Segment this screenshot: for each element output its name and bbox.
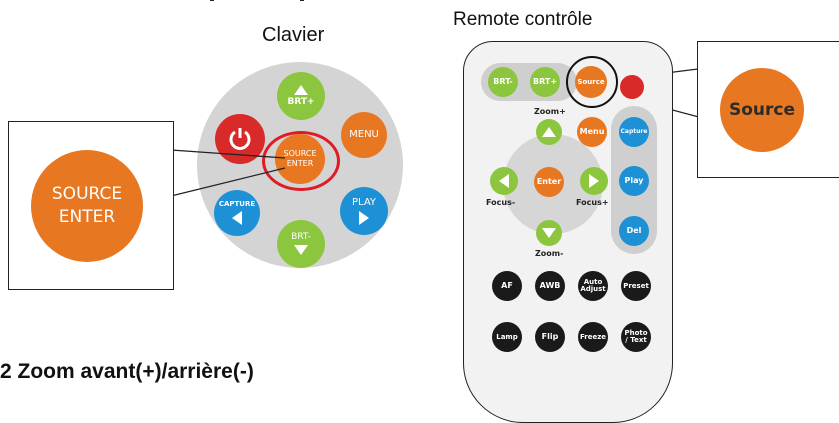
menu-label: MENU: [349, 129, 379, 140]
brt-minus-label: BRT-: [291, 232, 311, 242]
zoom-plus-label: Zoom+: [534, 107, 566, 116]
remote-enter-button[interactable]: Enter: [534, 167, 564, 197]
arrow-left-icon: [231, 211, 242, 225]
preset-label: Preset: [623, 281, 649, 290]
capture-label: CAPTURE: [218, 200, 256, 208]
auto-adjust-label-2: Adjust: [580, 285, 606, 293]
remote-play-button[interactable]: Play: [619, 166, 649, 196]
lamp-label: Lamp: [496, 332, 518, 341]
source-enter-zoom-button: SOURCE ENTER: [31, 150, 143, 262]
remote-enter-label: Enter: [536, 177, 562, 186]
auto-adjust-button[interactable]: Auto Adjust: [578, 271, 608, 301]
remote-title: Remote contrôle: [453, 9, 593, 30]
remote-del-label: Del: [626, 226, 642, 235]
keypad-zoom-box: SOURCE ENTER: [8, 121, 174, 290]
photo-text-button[interactable]: Photo / Text: [621, 322, 651, 352]
text-fragment-graphic: [210, 0, 304, 1]
remote-play-label: Play: [624, 176, 644, 185]
remote-menu-button[interactable]: Menu: [577, 117, 607, 147]
freeze-label: Freeze: [579, 332, 607, 341]
awb-button[interactable]: AWB: [535, 271, 565, 301]
arrow-right-icon: [589, 174, 599, 188]
focus-minus-label: Focus-: [486, 198, 516, 207]
source-label: SOURCE: [283, 149, 317, 158]
brt-minus-button[interactable]: BRT-: [277, 220, 325, 268]
af-label: AF: [501, 281, 513, 290]
photo-text-label-2: / Text: [625, 336, 647, 344]
arrow-left-icon: [499, 174, 509, 188]
zoom-minus-label: Zoom-: [535, 249, 564, 258]
source-highlight-ring: [262, 131, 340, 191]
arrow-down-icon: [542, 228, 556, 238]
top-fragment: [0, 0, 330, 6]
source-enter-button[interactable]: SOURCE ENTER: [275, 134, 325, 184]
enter-zoom-label: ENTER: [58, 207, 116, 227]
remote-brt-minus-button[interactable]: BRT-: [488, 67, 518, 97]
arrow-up-icon: [293, 85, 308, 95]
remote-capture-label: Capture: [620, 128, 648, 135]
zoom-plus-button[interactable]: [536, 119, 562, 145]
power-icon: [229, 128, 251, 150]
remote-brt-plus-button[interactable]: BRT+: [530, 67, 560, 97]
flip-button[interactable]: Flip: [535, 322, 565, 352]
flip-label: Flip: [541, 332, 559, 341]
lamp-button[interactable]: Lamp: [492, 322, 522, 352]
zoom-minus-button[interactable]: [536, 220, 562, 246]
brt-plus-label: BRT+: [287, 97, 315, 107]
remote-capture-button[interactable]: Capture: [619, 117, 649, 147]
arrow-down-icon: [293, 245, 308, 255]
remote-menu-label: Menu: [579, 127, 605, 136]
remote-source-zoom-button: Source: [720, 68, 804, 152]
preset-button[interactable]: Preset: [621, 271, 651, 301]
remote-brt-minus-label: BRT-: [493, 77, 513, 86]
play-label: PLAY: [351, 196, 376, 208]
arrow-right-icon: [358, 210, 369, 225]
focus-minus-button[interactable]: [490, 167, 518, 195]
remote-del-button[interactable]: Del: [619, 216, 649, 246]
remote-zoom-box: Source: [697, 41, 839, 178]
auto-adjust-label-1: Auto: [583, 278, 603, 286]
focus-plus-button[interactable]: [580, 167, 608, 195]
remote-power-button[interactable]: [620, 75, 644, 99]
section-heading: 2 Zoom avant(+)/arrière(-): [0, 360, 254, 383]
awb-label: AWB: [539, 281, 561, 290]
arrow-up-icon: [542, 127, 556, 137]
freeze-button[interactable]: Freeze: [578, 322, 608, 352]
focus-plus-label: Focus+: [576, 198, 609, 207]
menu-button[interactable]: MENU: [341, 112, 387, 158]
capture-button[interactable]: CAPTURE: [214, 190, 260, 236]
remote-source-zoom-label: Source: [728, 99, 796, 120]
remote-brt-plus-label: BRT+: [532, 77, 558, 86]
enter-label: ENTER: [286, 159, 314, 168]
photo-text-label-1: Photo: [624, 329, 648, 337]
remote-source-highlight-ring: [566, 56, 618, 108]
brt-plus-button[interactable]: BRT+: [277, 72, 325, 120]
play-button[interactable]: PLAY: [340, 187, 388, 235]
source-zoom-label: SOURCE: [51, 184, 123, 204]
af-button[interactable]: AF: [492, 271, 522, 301]
keypad-title: Clavier: [262, 24, 325, 46]
